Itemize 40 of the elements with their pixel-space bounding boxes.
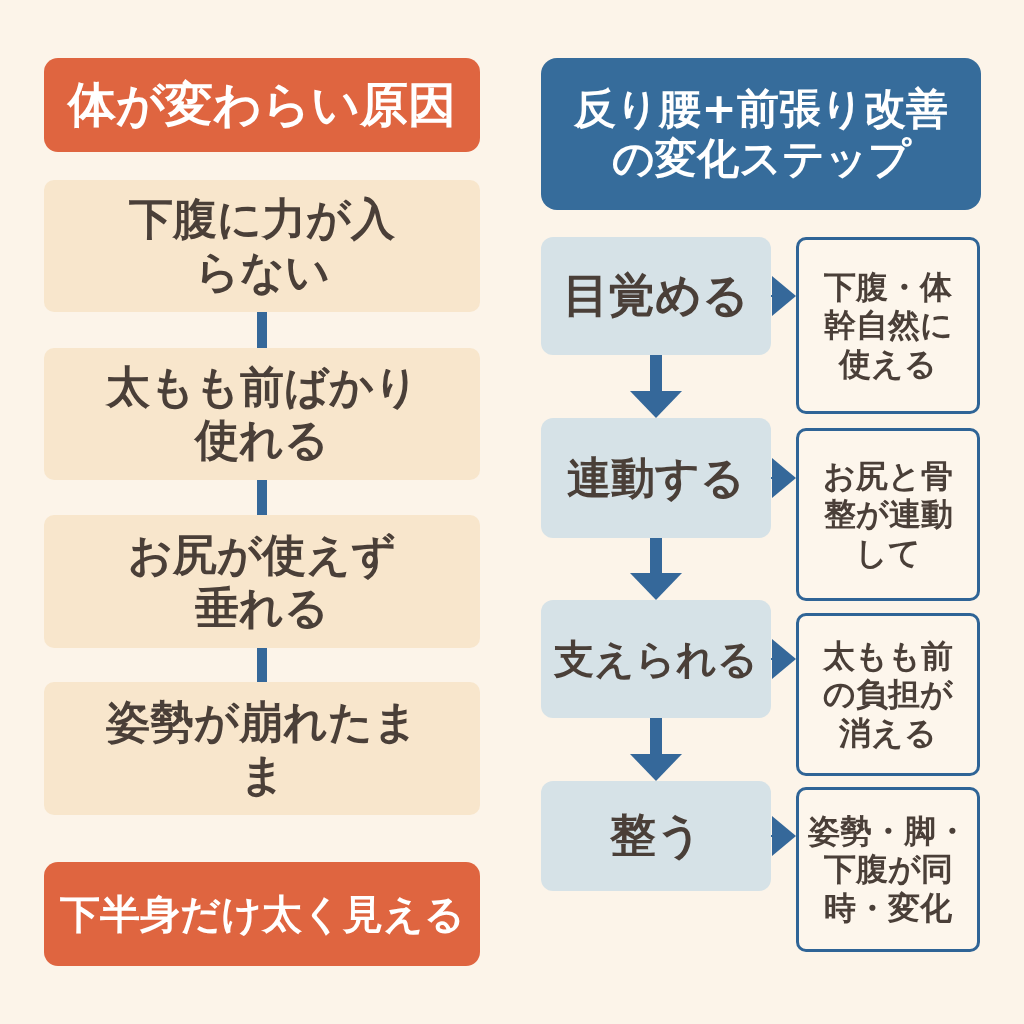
pointer-arrow xyxy=(770,639,797,679)
step-box xyxy=(541,418,771,538)
down-arrow xyxy=(630,718,682,781)
cause-box xyxy=(44,682,480,815)
result-banner xyxy=(44,862,480,966)
note-text: 姿勢・脚・下腹が同時・変化 xyxy=(807,811,969,928)
pointer-arrow xyxy=(770,276,797,316)
note-box xyxy=(796,237,980,414)
down-arrow xyxy=(630,538,682,600)
step-text: 整う xyxy=(609,808,703,864)
step-box xyxy=(541,781,771,891)
header-banner xyxy=(541,58,981,210)
cause-text: お尻が使えず垂れる xyxy=(127,528,397,635)
step-text: 支えられる xyxy=(554,635,758,683)
note-box xyxy=(796,787,980,952)
pointer-arrow xyxy=(770,816,797,856)
cause-box xyxy=(44,180,480,312)
result-text: 下半身だけ太く見える xyxy=(59,890,465,938)
cause-text: 姿勢が崩れたまま xyxy=(105,695,419,802)
note-text: お尻と骨整が連動して xyxy=(822,456,954,573)
header-text: 反り腰+前張り改善の変化ステップ xyxy=(573,83,949,185)
cause-box xyxy=(44,515,480,648)
connector-line xyxy=(257,480,267,515)
step-text: 目覚める xyxy=(563,268,749,324)
connector-line xyxy=(257,312,267,348)
header-text: 体が変わらい原因 xyxy=(68,76,456,134)
down-arrow xyxy=(630,355,682,418)
note-box xyxy=(796,428,980,601)
pointer-arrow xyxy=(770,458,797,498)
cause-box xyxy=(44,348,480,480)
cause-text: 太もも前ばかり使れる xyxy=(104,361,420,467)
header-banner xyxy=(44,58,480,152)
cause-text: 下腹に力が入らない xyxy=(128,193,396,299)
step-box xyxy=(541,600,771,718)
note-box xyxy=(796,613,980,776)
step-text: 連動する xyxy=(567,451,745,505)
note-text: 下腹・体幹自然に使える xyxy=(822,267,954,384)
step-box xyxy=(541,237,771,355)
connector-line xyxy=(257,648,267,682)
note-text: 太もも前の負担が消える xyxy=(821,636,954,753)
